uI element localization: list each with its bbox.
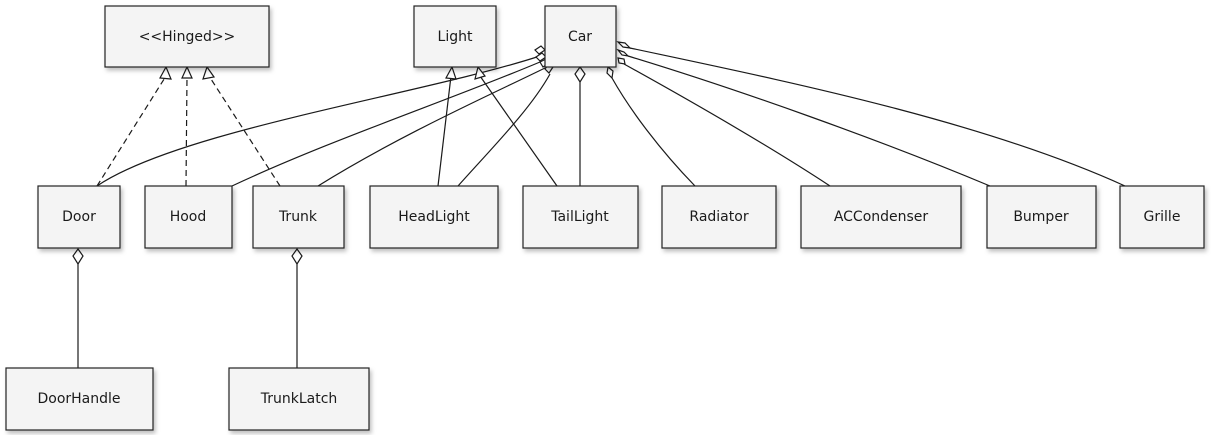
class-box-bumper[interactable]: Bumper [986,185,1097,249]
aggregation-diamond [535,52,547,62]
class-box-trunk[interactable]: Trunk [252,185,345,249]
class-box-grille[interactable]: Grille [1119,185,1205,249]
edge-taillight-extends-light [479,75,558,187]
realization-arrowhead [202,65,216,80]
class-name: <<Hinged>> [139,29,236,45]
class-name: Grille [1144,209,1181,225]
realization-arrowhead [181,65,193,79]
class-name: ACCondenser [834,209,929,225]
aggregation-diamond [291,247,303,266]
realization-arrowhead [159,65,172,80]
relations-layer [77,47,1126,368]
edge-accondenser-part-of-car [623,63,831,187]
class-name: Car [568,29,592,45]
class-box-trunklatch[interactable]: TrunkLatch [228,367,370,431]
class-name: Hood [170,209,207,225]
edge-door-part-of-car [96,55,541,187]
class-name: TrunkLatch [260,391,338,407]
class-box-hood[interactable]: Hood [144,185,233,249]
relation-markers [72,41,632,266]
edge-hood-realizes-hinged [185,75,188,187]
edge-headlight-extends-light [437,75,452,187]
generalization-arrowhead [474,65,487,80]
class-boxes: <<Hinged>> Light Car Door Hood Trunk Hea… [5,5,1205,431]
class-box-door[interactable]: Door [37,185,121,249]
class-box-doorhandle[interactable]: DoorHandle [5,367,154,431]
class-name: Light [438,29,473,45]
aggregation-diamond [534,45,546,55]
class-box-radiator[interactable]: Radiator [661,185,777,249]
class-box-headlight[interactable]: HeadLight [369,185,499,249]
class-name: Door [62,209,96,225]
class-box-car[interactable]: Car [544,5,617,68]
aggregation-diamond [616,41,632,49]
edge-bumper-part-of-car [627,55,991,187]
aggregation-diamond [606,65,614,80]
edge-headlight-part-of-car [457,73,551,187]
class-name: Bumper [1013,209,1069,225]
edge-door-realizes-hinged [96,75,167,187]
aggregation-diamond [574,65,586,84]
class-name: Trunk [278,209,318,225]
class-name: Radiator [689,209,748,225]
edge-hood-part-of-car [231,61,541,187]
edge-trunk-part-of-car [317,67,546,187]
edge-grille-part-of-car [629,47,1126,187]
aggregation-diamond [616,48,630,57]
aggregation-diamond [72,247,84,266]
class-box-hinged[interactable]: <<Hinged>> [104,5,270,68]
edge-trunk-realizes-hinged [208,75,281,187]
class-box-taillight[interactable]: TailLight [522,185,639,249]
class-box-light[interactable]: Light [413,5,497,68]
class-name: DoorHandle [37,391,120,407]
class-name: TailLight [550,209,609,225]
class-name: HeadLight [398,209,470,225]
aggregation-diamond [617,57,626,65]
generalization-arrowhead [445,65,457,80]
edge-radiator-part-of-car [611,77,696,187]
class-box-accondenser[interactable]: ACCondenser [800,185,962,249]
